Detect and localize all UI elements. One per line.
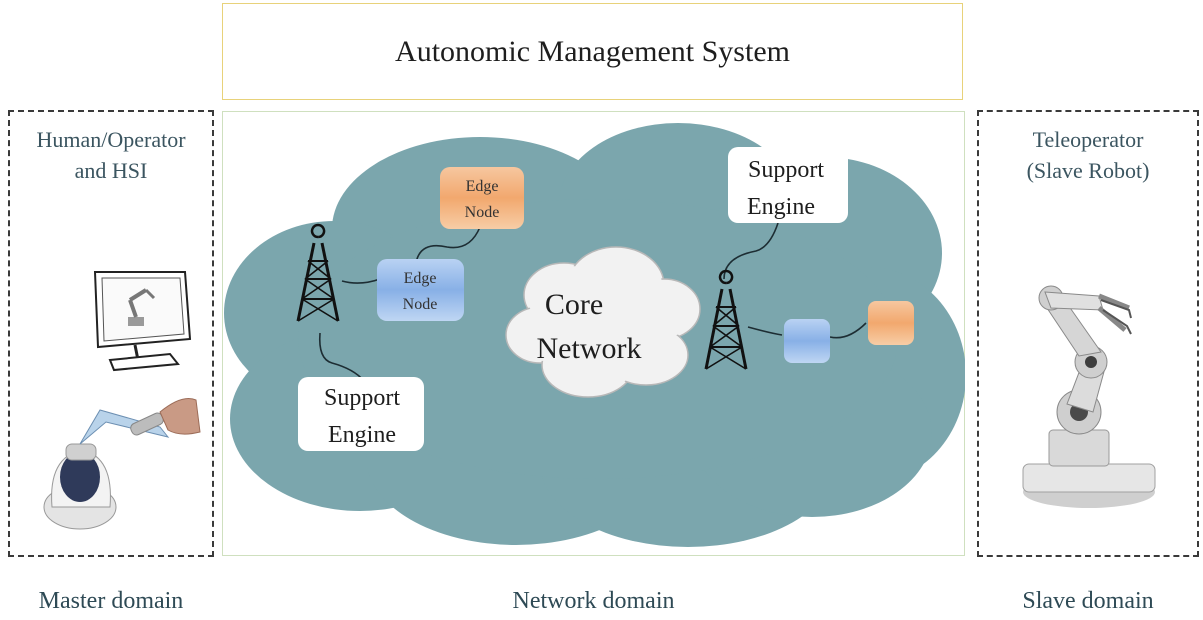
slave-domain-label: Slave domain (1022, 588, 1154, 614)
robot-arm-illustration (1022, 285, 1156, 508)
autonomic-management-system-box: Autonomic Management System (222, 3, 963, 100)
core-network-fill (508, 249, 698, 395)
antenna-tower-icon-right (704, 269, 748, 370)
support-engine-bottom-line1: Support (324, 385, 400, 411)
slave-title-line1: Teleoperator (1032, 127, 1144, 152)
haptic-device-icon (43, 398, 201, 530)
edge-node-blue-line1: Edge (404, 270, 437, 287)
master-title-line1: Human/Operator (36, 127, 186, 152)
connection-lines (318, 222, 867, 382)
support-engine-bottom-line2: Engine (328, 422, 396, 448)
support-engine-bottom: Support Engine (298, 377, 424, 451)
edge-node-orange: Edge Node (440, 167, 524, 229)
ams-title: Autonomic Management System (395, 34, 790, 68)
slave-domain-box: Teleoperator (Slave Robot) (977, 110, 1199, 557)
network-domain-box (222, 111, 965, 556)
support-engine-top-line2: Engine (747, 194, 815, 220)
edge-node-blue-line2: Node (403, 296, 438, 313)
support-engine-top-line1: Support (748, 157, 824, 183)
master-title-line2: and HSI (74, 158, 148, 183)
master-domain-box: Human/Operator and HSI (8, 110, 214, 557)
edge-node-blue-small (784, 319, 830, 363)
operator-hsi-illustration (43, 271, 201, 530)
core-network-label-line1: Core (545, 288, 603, 321)
edge-node-orange-line1: Edge (466, 178, 499, 195)
network-diagram: Core Network Edge Node (224, 123, 965, 547)
master-title: Human/Operator and HSI (10, 124, 212, 186)
slave-title: Teleoperator (Slave Robot) (979, 124, 1197, 186)
core-network-label-line2: Network (537, 332, 642, 365)
antenna-tower-icon-left (296, 223, 340, 322)
monitor-icon (93, 271, 192, 372)
network-domain-label: Network domain (512, 588, 675, 614)
master-domain-label: Master domain (38, 588, 184, 614)
edge-node-orange-line2: Node (465, 204, 500, 221)
slave-title-line2: (Slave Robot) (1026, 158, 1150, 183)
edge-node-orange-small (868, 301, 914, 345)
edge-node-blue: Edge Node (377, 259, 464, 321)
support-engine-top: Support Engine (728, 147, 848, 223)
